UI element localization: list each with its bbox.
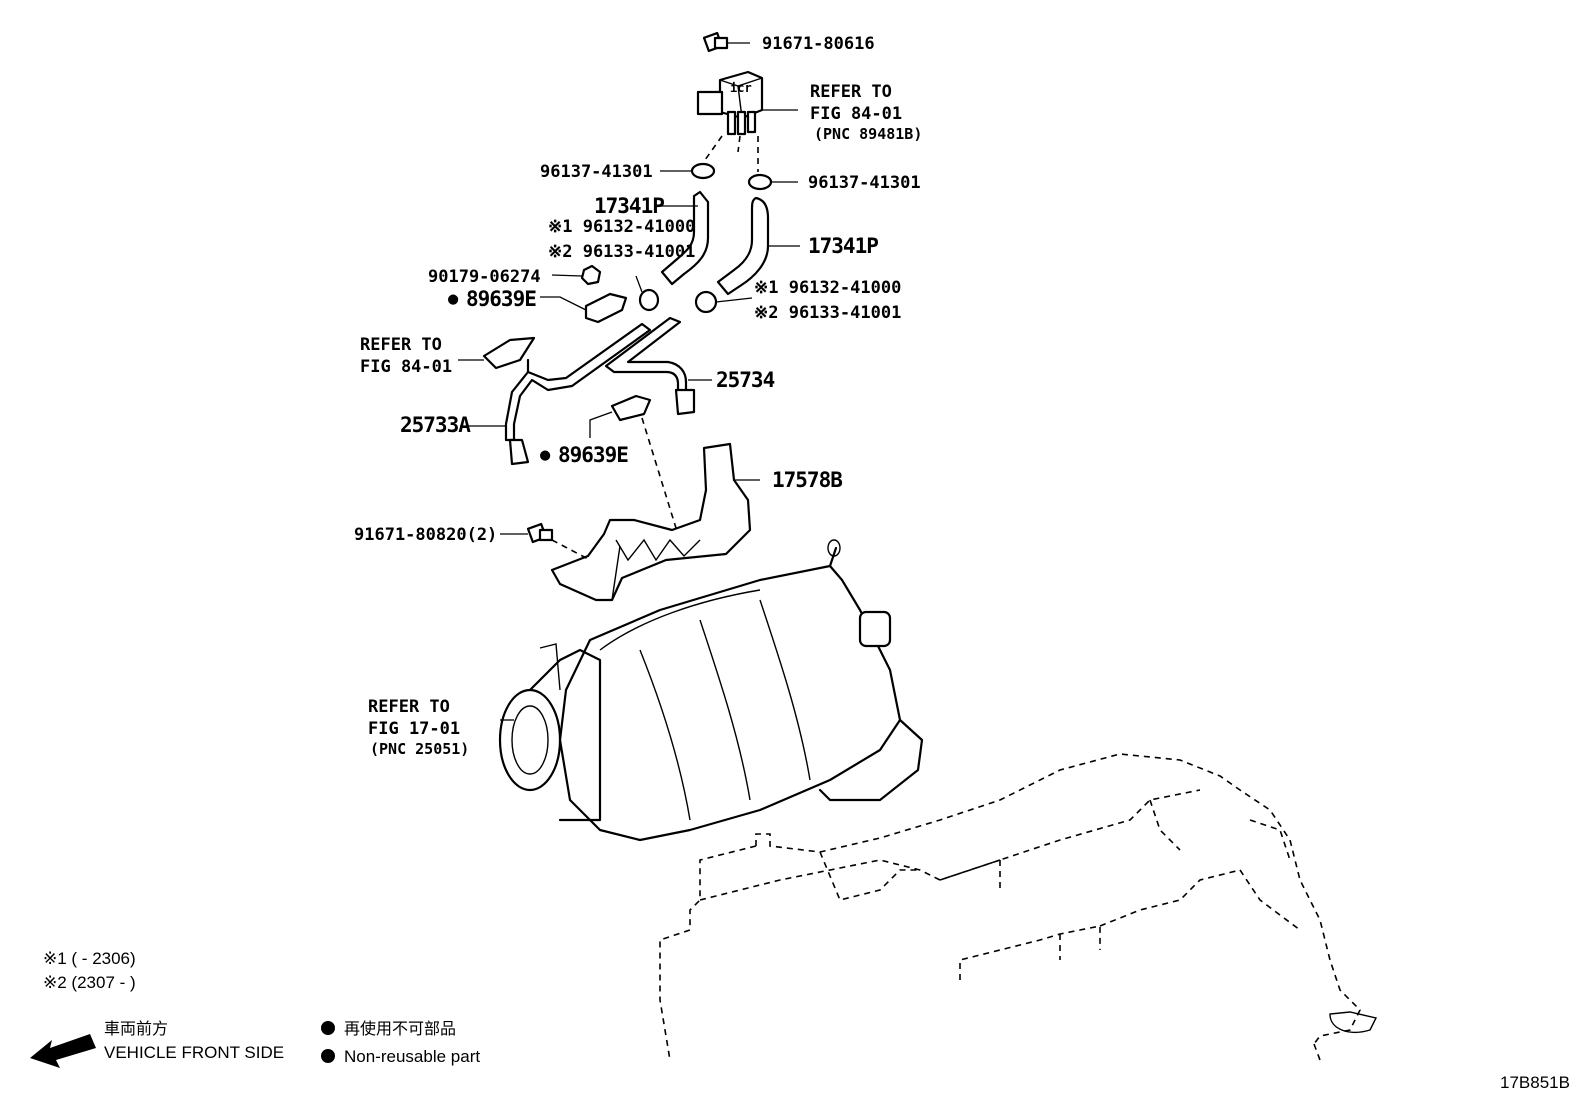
pipe-25733a xyxy=(460,322,652,466)
pipe-25734 xyxy=(604,316,712,416)
figure-code: 17B851B xyxy=(1500,1073,1570,1092)
label-converter-ref-2: FIG 17-01 xyxy=(368,719,460,739)
label-clip-right: 96137-41301 xyxy=(808,173,921,193)
bracket-ref-part xyxy=(458,336,536,370)
heat-shield-17578b xyxy=(550,442,760,602)
dot-lower: ● xyxy=(540,445,551,465)
clamp-left xyxy=(635,275,660,312)
label-bracket-upper: 89639E xyxy=(466,287,536,311)
label-pipe-left: 25733A xyxy=(400,413,471,437)
clip-left xyxy=(660,162,716,180)
bolt-lower xyxy=(500,522,591,561)
note-2: ※2 (2307 - ) xyxy=(43,973,136,992)
pressure-sensor: icr xyxy=(696,70,798,136)
label-sensor-ref-2: FIG 84-01 xyxy=(810,104,902,124)
front-arrow-icon xyxy=(30,1034,96,1068)
label-hose-right: 17341P xyxy=(808,234,878,258)
clip-right xyxy=(747,173,798,191)
bolt-91671-80616 xyxy=(702,31,750,53)
label-clip-left: 96137-41301 xyxy=(540,162,653,182)
nonreuse-dot-icon-2 xyxy=(321,1049,335,1063)
label-pipe-right: 25734 xyxy=(716,368,775,392)
label-bracket-lower: 89639E xyxy=(558,443,628,467)
nut-90179-06274 xyxy=(551,264,602,286)
label-bracket-ref-1: REFER TO xyxy=(360,335,442,355)
catalytic-converter xyxy=(498,539,924,842)
label-converter-ref-1: REFER TO xyxy=(368,697,450,717)
clamp-right xyxy=(694,290,753,314)
label-heat-shield: 17578B xyxy=(772,468,842,492)
svg-text:icr: icr xyxy=(730,81,752,95)
label-bolt-top: 91671-80616 xyxy=(762,34,875,54)
label-bracket-ref-2: FIG 84-01 xyxy=(360,357,452,377)
front-label-en: VEHICLE FRONT SIDE xyxy=(104,1043,284,1062)
bracket-upper xyxy=(540,292,628,324)
nonreuse-label-jp: 再使用不可部品 xyxy=(344,1019,456,1038)
label-sensor-ref-3: (PNC 89481B) xyxy=(814,125,922,143)
nonreuse-label-en: Non-reusable part xyxy=(344,1047,480,1066)
label-hose-left: 17341P xyxy=(594,194,664,218)
label-clamp-left-2: ※2 96133-41001 xyxy=(548,242,695,262)
front-label-jp: 車両前方 xyxy=(104,1019,168,1038)
nonreuse-dot-icon xyxy=(321,1021,335,1035)
label-bolt-lower: 91671-80820(2) xyxy=(354,525,497,545)
engine-outline xyxy=(659,753,1378,1061)
hose-left xyxy=(659,190,710,286)
label-clamp-right-1: ※1 96132-41000 xyxy=(754,278,901,298)
label-nut: 90179-06274 xyxy=(428,267,541,287)
label-clamp-right-2: ※2 96133-41001 xyxy=(754,303,901,323)
label-converter-ref-3: (PNC 25051) xyxy=(370,740,469,758)
dot-upper: ● xyxy=(448,289,459,309)
label-clamp-left-1: ※1 96132-41000 xyxy=(548,217,695,237)
note-1: ※1 ( - 2306) xyxy=(43,949,136,968)
label-sensor-ref-1: REFER TO xyxy=(810,82,892,102)
bracket-lower xyxy=(589,394,652,438)
hose-right xyxy=(716,196,800,296)
